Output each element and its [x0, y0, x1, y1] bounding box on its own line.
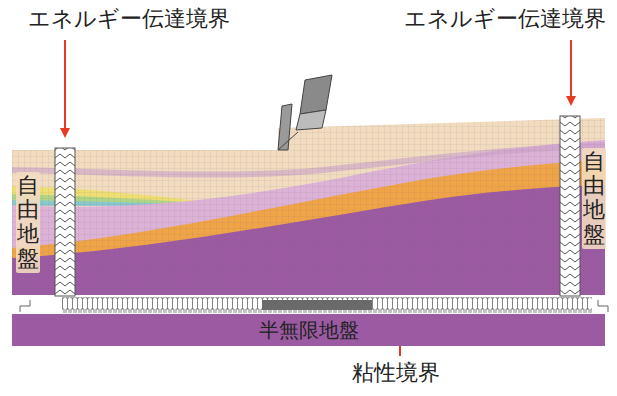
boundary-label: エネルギー伝達境界	[28, 6, 230, 32]
leader-arrow	[65, 40, 571, 356]
band-text: 半無限地盤	[259, 317, 359, 344]
boundary-label: エネルギー伝達境界	[404, 6, 606, 32]
free-field-column	[55, 116, 580, 296]
fe-mesh	[12, 110, 605, 296]
half-space-band: 半無限地盤	[12, 314, 605, 346]
free-field-label: 自由地盤	[16, 172, 40, 273]
retaining-structure	[278, 75, 332, 150]
viscous-dampers	[20, 297, 608, 313]
free-field-label: 自由地盤	[582, 148, 606, 249]
boundary-label: 粘性境界	[352, 360, 440, 386]
